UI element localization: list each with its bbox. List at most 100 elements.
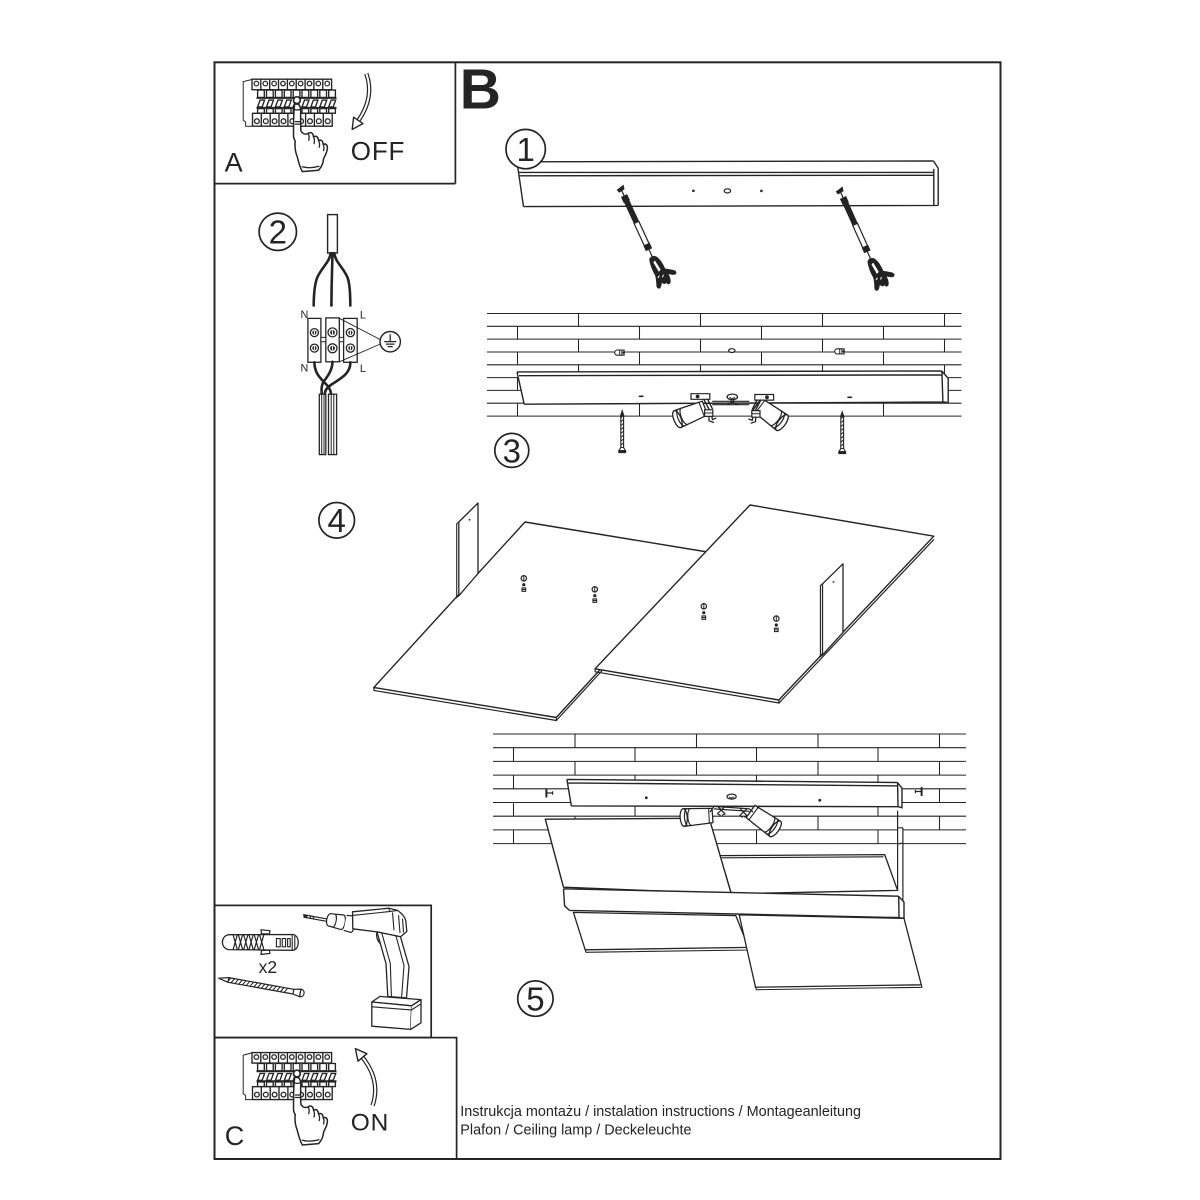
gland-assembly-icon bbox=[670, 393, 792, 434]
line-art-shape bbox=[376, 931, 381, 944]
line-art-shape bbox=[897, 827, 903, 912]
line-art-shape bbox=[914, 789, 922, 794]
line-art-shape bbox=[458, 502, 479, 597]
panel-a-state-label: OFF bbox=[351, 136, 405, 166]
line-art-shape bbox=[566, 778, 903, 809]
line-art-shape bbox=[517, 371, 949, 405]
step-5: 5 bbox=[493, 733, 966, 1018]
lamp-panel-right-upper bbox=[719, 853, 899, 895]
mains-cable-icon bbox=[326, 213, 339, 254]
label-l-top: L bbox=[360, 309, 366, 321]
ceiling-dowel-left-icon bbox=[614, 349, 626, 356]
terminal-block-icon bbox=[307, 317, 358, 363]
line-art-shape bbox=[716, 805, 726, 816]
line-art-shape bbox=[897, 810, 904, 912]
line-art-shape bbox=[572, 911, 750, 951]
footer-line-2: Plafon / Ceiling lamp / Deckeleuchte bbox=[460, 1123, 691, 1139]
line-art-shape bbox=[728, 796, 735, 799]
line-art-shape bbox=[726, 393, 739, 401]
ground-symbol-icon bbox=[379, 330, 402, 353]
line-art-shape bbox=[354, 1047, 368, 1062]
line-art-shape bbox=[303, 914, 330, 923]
line-art-shape bbox=[517, 161, 939, 207]
line-art-shape bbox=[727, 400, 738, 406]
line-art-shape bbox=[384, 334, 397, 348]
drill-icon bbox=[303, 907, 422, 1031]
line-art-shape bbox=[327, 393, 338, 456]
line-art-shape bbox=[371, 1003, 422, 1011]
label-n-bottom: N bbox=[301, 363, 309, 375]
line-art-shape bbox=[818, 798, 822, 802]
line-art-shape bbox=[320, 336, 345, 343]
ceiling-dowel-right-icon bbox=[834, 348, 846, 355]
breaker-panel-on-icon bbox=[242, 1051, 338, 1146]
line-art-shape bbox=[594, 538, 935, 704]
step-4-badge bbox=[318, 501, 356, 539]
line-art-shape bbox=[638, 395, 853, 399]
step-5-badge bbox=[516, 980, 554, 1018]
section-b-label: B bbox=[460, 57, 501, 121]
supply-wires-icon bbox=[312, 251, 352, 307]
fixture-cables-icon bbox=[318, 393, 338, 456]
tools-box: x2 bbox=[217, 907, 422, 1031]
lamp-bar-icon bbox=[562, 888, 905, 920]
end-screw-left-icon bbox=[545, 788, 554, 798]
line-art-shape bbox=[361, 1056, 377, 1106]
line-art-shape bbox=[563, 888, 904, 919]
line-art-shape bbox=[562, 888, 905, 920]
fixture-wires-icon bbox=[313, 360, 352, 396]
line-art-shape bbox=[723, 188, 732, 194]
line-art-shape bbox=[381, 932, 405, 998]
line-art-shape bbox=[275, 938, 291, 948]
line-art-shape bbox=[468, 518, 471, 521]
line-art-shape bbox=[709, 805, 754, 813]
step-3-badge bbox=[493, 432, 530, 469]
line-art-shape bbox=[318, 393, 327, 456]
step-2: 2 bbox=[258, 212, 402, 456]
end-screw-right-icon bbox=[914, 786, 923, 797]
frame bbox=[213, 61, 1002, 1160]
step-4-number: 4 bbox=[328, 502, 346, 539]
line-art-shape bbox=[819, 583, 823, 658]
line-art-shape bbox=[325, 317, 340, 363]
line-art-shape bbox=[307, 317, 322, 363]
curved-arrow-up-icon bbox=[354, 1047, 378, 1107]
line-art-shape bbox=[726, 793, 737, 800]
line-art-shape bbox=[352, 908, 405, 934]
screw-item-icon bbox=[217, 973, 306, 998]
line-art-shape bbox=[516, 160, 939, 208]
line-art-shape bbox=[232, 934, 265, 950]
step-2-badge bbox=[258, 212, 298, 252]
line-art-shape bbox=[328, 913, 347, 931]
panel-a-letter: A bbox=[225, 147, 243, 177]
footer: Instrukcja montażu / instalation instruc… bbox=[460, 1104, 861, 1139]
ceiling-cable-hole-icon bbox=[727, 348, 736, 354]
step-2-number: 2 bbox=[269, 214, 287, 251]
step-3: 3 bbox=[487, 312, 962, 469]
label-n-top: N bbox=[301, 309, 309, 321]
line-art-shape bbox=[332, 913, 337, 928]
panel-a: A OFF bbox=[225, 72, 405, 177]
line-art-shape bbox=[738, 914, 922, 988]
line-art-shape bbox=[456, 521, 460, 599]
line-art-shape bbox=[832, 581, 835, 583]
curved-arrow-down-icon bbox=[351, 72, 372, 131]
line-art-shape bbox=[760, 189, 763, 193]
lamp-panel-right-upper-inner-line bbox=[721, 856, 884, 859]
line-art-shape bbox=[351, 116, 364, 131]
quantity-label: x2 bbox=[259, 957, 277, 977]
step-3-number: 3 bbox=[503, 432, 521, 469]
line-art-shape bbox=[729, 396, 736, 399]
ceiling-bar-icon bbox=[566, 778, 903, 809]
breaker-panel-off-icon bbox=[242, 78, 338, 173]
line-art-shape bbox=[373, 521, 709, 719]
line-art-shape bbox=[755, 984, 923, 991]
mounting-bar-icon bbox=[516, 160, 939, 208]
lamp-panel-left-lower bbox=[572, 911, 750, 953]
ground-callout-lines bbox=[339, 317, 381, 363]
line-art-shape bbox=[410, 998, 422, 1030]
panel-c-state-label: ON bbox=[351, 1110, 389, 1137]
step-1: 1 bbox=[505, 128, 939, 292]
line-art-shape bbox=[260, 929, 271, 956]
